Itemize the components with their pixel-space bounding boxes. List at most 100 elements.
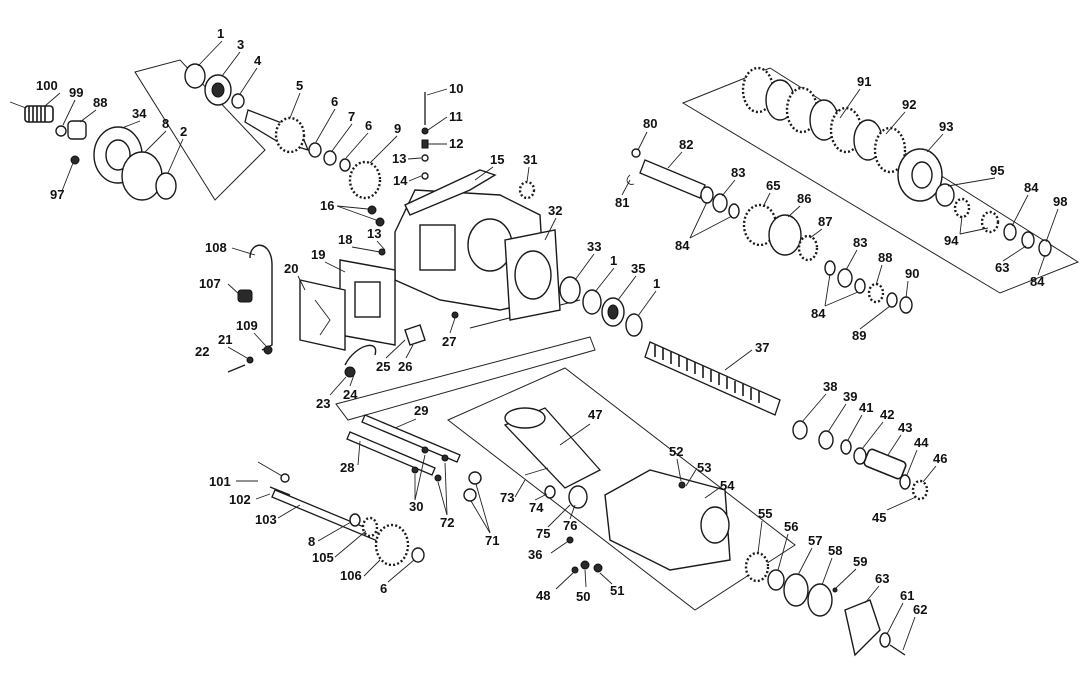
callout-57: 57: [808, 533, 822, 548]
callout-6b: 6: [365, 118, 372, 133]
countershaft-group: [626, 148, 913, 314]
leader-72a: [444, 462, 448, 516]
callout-55: 55: [758, 506, 772, 521]
ring-57: [783, 573, 809, 607]
leader-13: [407, 157, 422, 160]
leader-44: [906, 449, 918, 476]
leader-6b: [345, 132, 369, 159]
callout-73: 73: [500, 490, 514, 505]
leader-28: [357, 440, 361, 466]
callout-50: 50: [576, 589, 590, 604]
callout-98: 98: [1053, 194, 1067, 209]
pin-101: [257, 461, 283, 477]
callout-48: 48: [536, 588, 550, 603]
leader-43: [887, 434, 902, 456]
leader-58: [821, 557, 833, 586]
leader-7: [331, 123, 353, 152]
leader-2: [167, 138, 184, 174]
leader-88b: [875, 264, 883, 286]
callout-65: 65: [766, 178, 780, 193]
leader-56: [777, 533, 789, 571]
leader-74: [534, 493, 548, 501]
callout-13: 13: [392, 151, 406, 166]
leader-92: [885, 111, 906, 135]
center-group-frame: [335, 336, 596, 421]
callout-21: 21: [218, 332, 232, 347]
callout-54: 54: [720, 478, 735, 493]
pin-101-head: [280, 473, 290, 483]
callout-2: 2: [180, 124, 187, 139]
callout-105: 105: [312, 550, 334, 565]
leader-10: [426, 88, 448, 96]
callout-1d: 1: [610, 253, 617, 268]
callout-44: 44: [914, 435, 929, 450]
washer-84b: [700, 186, 714, 204]
callout-8: 8: [162, 116, 169, 131]
callout-31: 31: [523, 152, 537, 167]
spring-100: [24, 105, 54, 123]
leader-98: [1045, 208, 1059, 243]
callout-72: 72: [440, 515, 454, 530]
axle-housing-group: [503, 407, 906, 657]
bolt-22: [227, 364, 246, 373]
leader-39: [827, 403, 847, 433]
clip-81: [626, 174, 635, 185]
callout-19: 19: [311, 247, 325, 262]
bearing-3-center: [211, 82, 225, 98]
callout-84b: 84: [1024, 180, 1039, 195]
leader-18: [351, 246, 381, 253]
leader-59: [835, 568, 857, 589]
leader-90: [905, 280, 909, 299]
callout-15: 15: [490, 152, 504, 167]
leader-84a: [689, 201, 708, 239]
callout-47: 47: [588, 407, 602, 422]
leader-37: [724, 349, 753, 371]
leader-47: [559, 423, 591, 446]
callout-6c: 6: [380, 581, 387, 596]
callout-62: 62: [913, 602, 927, 617]
leader-51: [599, 572, 613, 585]
bushing-41: [840, 439, 852, 455]
bearing-94b: [980, 210, 1000, 234]
callout-84: 84: [675, 238, 690, 253]
ring-83b: [837, 268, 853, 288]
callout-84c: 84: [1030, 274, 1045, 289]
callout-103: 103: [255, 512, 277, 527]
leader-99: [62, 99, 76, 126]
ring-1: [184, 63, 206, 89]
ring-14: [421, 172, 429, 180]
leader-57: [797, 547, 813, 576]
callout-52: 52: [669, 444, 683, 459]
bolt-27: [451, 311, 459, 319]
leader-63: [1002, 245, 1027, 262]
callout-24: 24: [343, 387, 358, 402]
gasket-8: [121, 151, 163, 201]
leader-84f: [824, 291, 859, 307]
leader-105: [334, 530, 367, 558]
callout-4: 4: [254, 53, 262, 68]
cover-34-hub: [105, 139, 131, 171]
leader-86: [787, 205, 801, 218]
bearing-ring-group: [559, 276, 643, 337]
input-gear-5: [274, 116, 306, 154]
callout-88: 88: [93, 95, 107, 110]
callout-63: 63: [995, 260, 1009, 275]
callout-94: 94: [944, 233, 959, 248]
ring-72b: [434, 474, 442, 482]
shaft-82: [639, 159, 706, 199]
leader-91: [839, 88, 861, 119]
shift-fork-15: [404, 169, 497, 216]
callout-81: 81: [615, 195, 629, 210]
leader-82: [667, 151, 683, 169]
pin-73: [524, 467, 549, 476]
leader-107: [227, 283, 241, 296]
callout-9: 9: [394, 121, 401, 136]
hub-95: [935, 183, 955, 207]
bolt-62: [889, 644, 906, 656]
leader-103: [277, 504, 301, 519]
seal-56: [767, 569, 785, 591]
shaft-37-splines: [654, 345, 760, 403]
fork-71a: [468, 471, 482, 485]
callout-25: 25: [376, 359, 390, 374]
callout-45: 45: [872, 510, 886, 525]
